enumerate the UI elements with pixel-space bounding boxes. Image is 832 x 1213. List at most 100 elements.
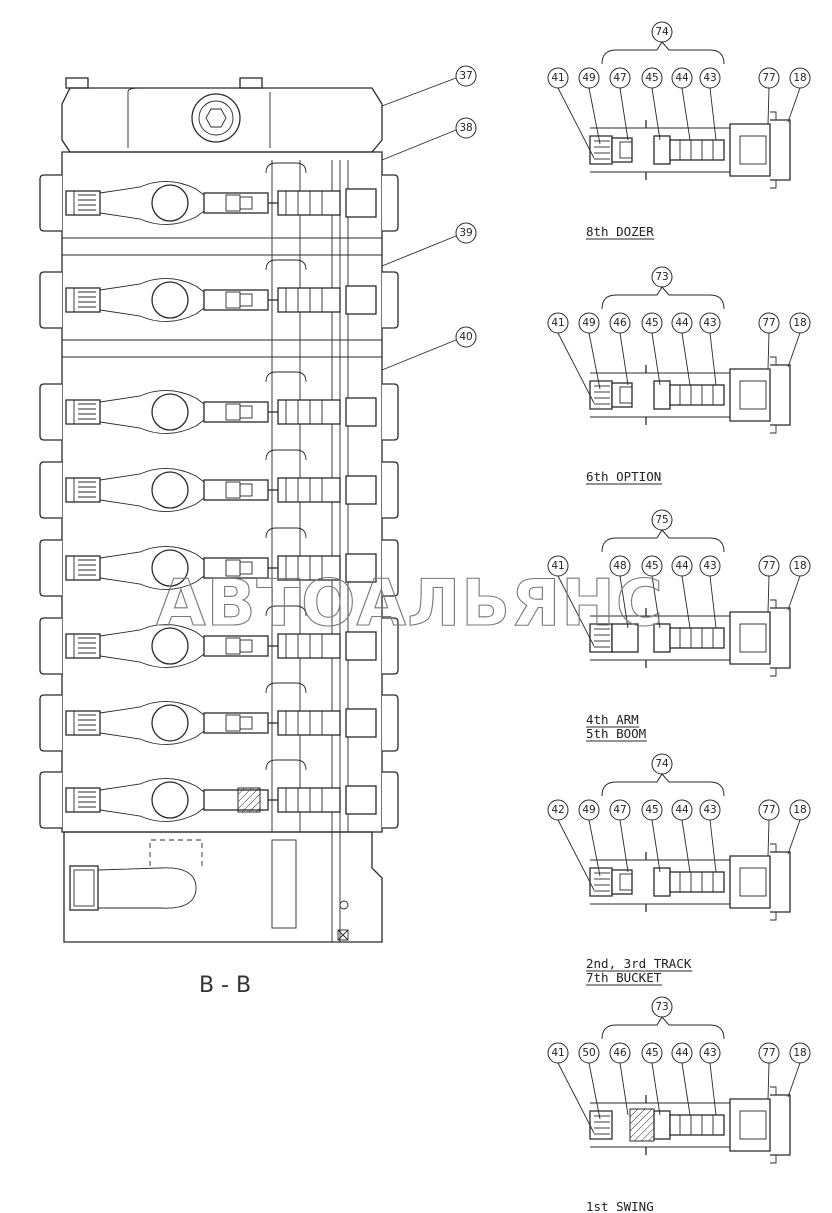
callout-bubble: 46 (609, 1042, 631, 1064)
top-cap (61, 77, 383, 153)
callout-number: 18 (793, 317, 806, 329)
spool-detail-drawing (589, 843, 791, 921)
callout-bubble: 43 (699, 799, 721, 821)
callout-number: 77 (762, 1047, 775, 1059)
callout-number: 44 (675, 804, 689, 816)
callout-bubble: 49 (578, 799, 600, 821)
callout-bubble: 45 (641, 67, 663, 89)
callout-number: 43 (703, 72, 716, 84)
group-callout: 74 (651, 753, 673, 775)
callout-bubble: 49 (578, 312, 600, 334)
callout-bubble: 43 (699, 555, 721, 577)
callout-number: 49 (582, 72, 595, 84)
callout-number: 45 (645, 72, 658, 84)
callout-bubble: 77 (758, 799, 780, 821)
callout-bubble: 38 (455, 117, 477, 139)
callout-number: 37 (459, 70, 472, 82)
callout-bubble: 43 (699, 312, 721, 334)
valve-body (39, 151, 399, 833)
callout-number: 40 (459, 331, 472, 343)
callout-bubble: 18 (789, 555, 811, 577)
callout-bubble: 41 (547, 312, 569, 334)
group-callout: 74 (651, 21, 673, 43)
callout-bubble: 44 (671, 555, 693, 577)
callout-number: 45 (645, 1047, 658, 1059)
callout-bubble: 77 (758, 1042, 780, 1064)
callout-number: 49 (582, 317, 595, 329)
callout-number: 74 (655, 26, 669, 38)
callout-number: 43 (703, 804, 716, 816)
callout-bubble: 47 (609, 799, 631, 821)
callout-number: 18 (793, 72, 806, 84)
detail-caption: 4th ARM (586, 712, 639, 727)
callout-bubble: 41 (547, 555, 569, 577)
callout-number: 41 (551, 317, 564, 329)
main-section-view: 37 38 39 40 B - B (39, 65, 477, 998)
callout-number: 44 (675, 72, 689, 84)
detail-caption: 5th BOOM (586, 726, 646, 741)
main-callouts: 37 38 39 40 (455, 65, 477, 348)
callout-number: 45 (645, 560, 658, 572)
callout-number: 18 (793, 1047, 806, 1059)
spool-section (39, 259, 399, 329)
callout-number: 74 (655, 758, 669, 770)
callout-bubble: 77 (758, 312, 780, 334)
callout-number: 47 (613, 72, 626, 84)
callout-bubble: 45 (641, 1042, 663, 1064)
callout-bubble: 42 (547, 799, 569, 821)
callout-number: 77 (762, 804, 775, 816)
callout-number: 50 (582, 1047, 595, 1059)
callout-bubble: 40 (455, 326, 477, 348)
callout-bubble: 41 (547, 1042, 569, 1064)
callout-number: 44 (675, 317, 689, 329)
detail-caption: 1st SWING (586, 1199, 654, 1213)
callout-number: 43 (703, 317, 716, 329)
callout-bubble: 44 (671, 799, 693, 821)
watermark: АВТОАЛЬЯНС (156, 567, 664, 641)
spool-section (39, 162, 399, 232)
callout-number: 18 (793, 804, 806, 816)
callout-bubble: 48 (609, 555, 631, 577)
callout-bubble: 37 (455, 65, 477, 87)
callout-bubble: 44 (671, 1042, 693, 1064)
spool-section (39, 605, 399, 675)
callout-bubble: 18 (789, 312, 811, 334)
spool-section (39, 682, 399, 752)
callout-bubble: 18 (789, 1042, 811, 1064)
callout-number: 41 (551, 1047, 564, 1059)
callout-number: 45 (645, 804, 658, 816)
callout-bubble: 43 (699, 67, 721, 89)
callout-bubble: 45 (641, 799, 663, 821)
detail-caption: 6th OPTION (586, 469, 661, 484)
callout-number: 73 (655, 271, 668, 283)
callout-number: 48 (613, 560, 626, 572)
callout-bubble: 45 (641, 312, 663, 334)
callout-bubble: 47 (609, 67, 631, 89)
callout-number: 39 (459, 227, 472, 239)
callout-number: 41 (551, 560, 564, 572)
group-callout: 73 (651, 266, 673, 288)
callout-number: 44 (675, 1047, 689, 1059)
callout-bubble: 46 (609, 312, 631, 334)
callout-number: 77 (762, 72, 775, 84)
spool-detail-drawing (589, 356, 791, 434)
spool-section (39, 371, 399, 441)
callout-number: 77 (762, 317, 775, 329)
group-callout: 75 (651, 509, 673, 531)
callout-number: 41 (551, 72, 564, 84)
callout-bubble: 41 (547, 67, 569, 89)
detail-caption: 2nd, 3rd TRACK (586, 956, 692, 971)
spool-section (39, 449, 399, 519)
spool-section (39, 759, 399, 829)
callout-bubble: 43 (699, 1042, 721, 1064)
callout-number: 43 (703, 1047, 716, 1059)
callout-number: 47 (613, 804, 626, 816)
callout-bubble: 77 (758, 67, 780, 89)
callout-number: 45 (645, 317, 658, 329)
callout-bubble: 44 (671, 67, 693, 89)
callout-number: 38 (459, 122, 472, 134)
